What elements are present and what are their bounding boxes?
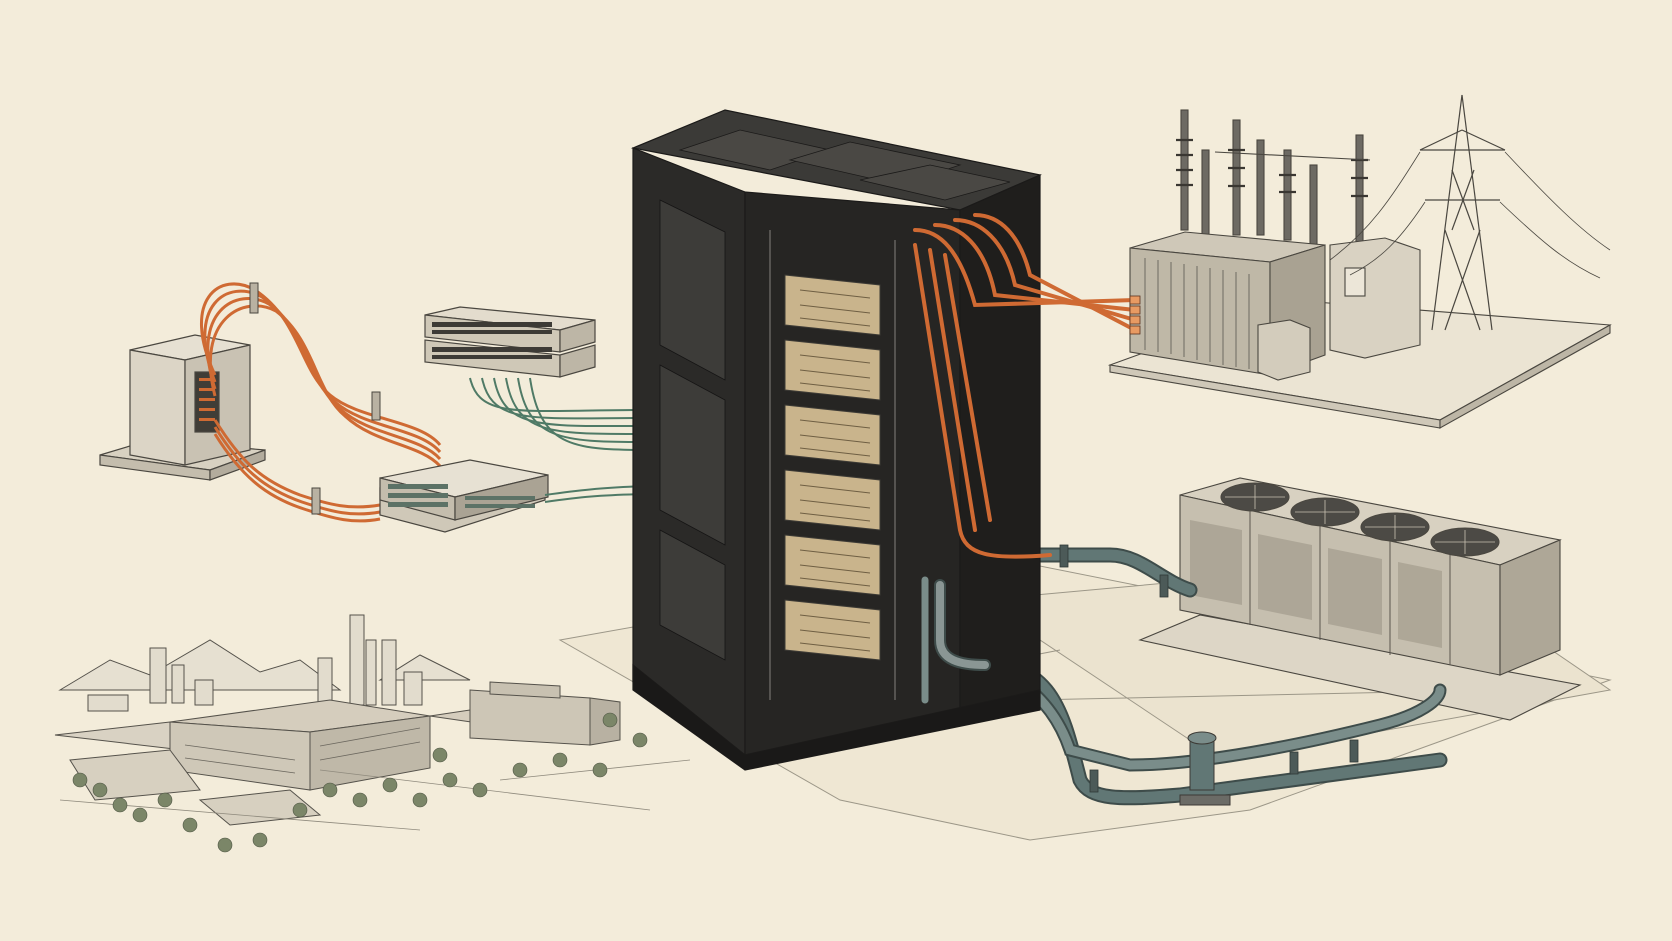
fiber-junction-box bbox=[99, 334, 266, 481]
power-connectors bbox=[1129, 295, 1141, 335]
gpu-slot-3 bbox=[784, 404, 881, 466]
power-cables bbox=[913, 213, 1137, 559]
trees bbox=[72, 712, 648, 853]
rack-top-hardware bbox=[678, 129, 1011, 201]
coolant-pump bbox=[1179, 731, 1231, 806]
patch-panel-ports bbox=[388, 484, 535, 508]
gpu-slot-5 bbox=[784, 534, 881, 596]
office-buildings bbox=[54, 681, 621, 826]
pipe-flanges bbox=[1059, 544, 1359, 793]
campus-and-city bbox=[54, 614, 691, 853]
fan-icon bbox=[1220, 482, 1500, 557]
city-skyline bbox=[87, 614, 423, 712]
junction-copper-cables bbox=[200, 282, 442, 523]
rack-right-face bbox=[959, 174, 1041, 726]
mountains bbox=[58, 639, 471, 691]
rack-coolant-pipes bbox=[921, 576, 991, 704]
gpu-slot-1 bbox=[784, 274, 881, 336]
cooler-grilles bbox=[1190, 520, 1442, 648]
gpu-heatsink-lines bbox=[799, 289, 871, 652]
rack-rails bbox=[769, 230, 896, 700]
gpu-modules bbox=[784, 274, 881, 661]
transmission-tower bbox=[1329, 94, 1611, 331]
cooler-panels bbox=[1249, 510, 1451, 665]
control-cabinet bbox=[1329, 237, 1421, 359]
rack-left-vents bbox=[659, 199, 726, 661]
patch-panel bbox=[379, 459, 549, 533]
gpu-slot-6 bbox=[784, 599, 881, 661]
gpu-slot-2 bbox=[784, 339, 881, 401]
small-control-box bbox=[1257, 319, 1311, 381]
switch-ports bbox=[432, 322, 552, 359]
fiber-cables bbox=[469, 377, 646, 503]
electrical-substation bbox=[1107, 109, 1612, 429]
cable-clamps bbox=[249, 282, 381, 515]
network-switch-stack bbox=[424, 306, 596, 378]
cooling-units bbox=[1138, 477, 1582, 721]
radiator-fins bbox=[1144, 258, 1250, 369]
gpu-slot-4 bbox=[784, 469, 881, 531]
gpu-server-rack bbox=[630, 109, 1042, 771]
rack-base bbox=[632, 663, 1041, 771]
